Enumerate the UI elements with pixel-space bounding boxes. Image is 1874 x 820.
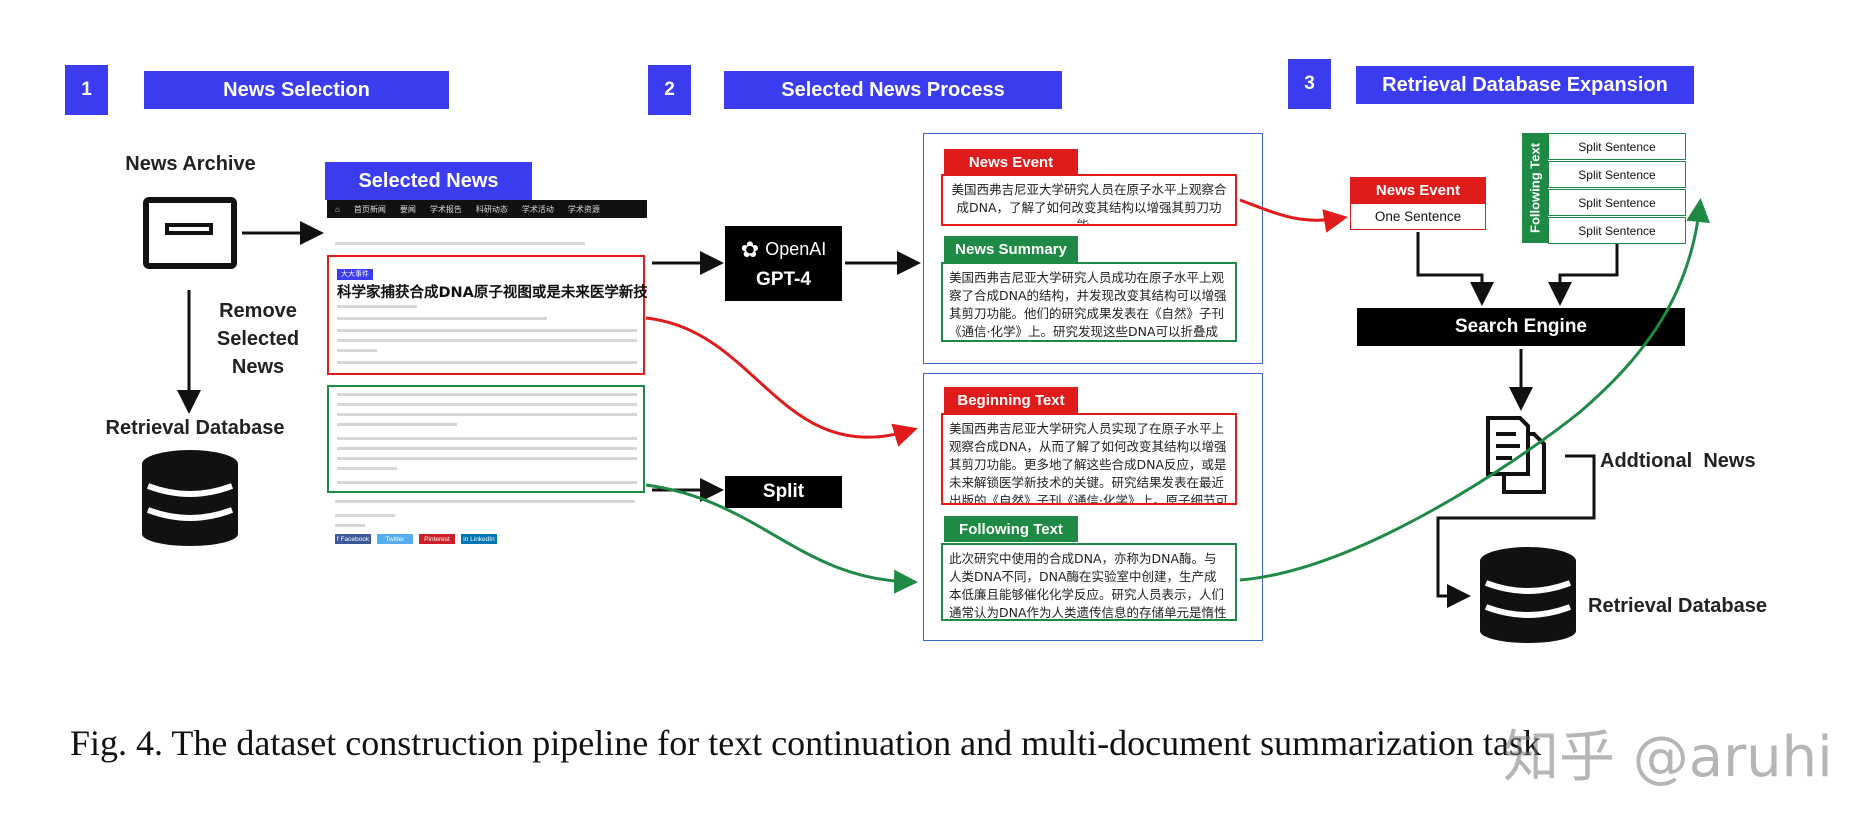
green-following-to-right-curve: [1239, 198, 1711, 582]
figure-caption: Fig. 4. The dataset construction pipelin…: [70, 723, 1542, 763]
news-nav-item: 学术报告: [429, 204, 462, 214]
twitter-share-button[interactable]: Twitter: [377, 534, 413, 544]
beginning-text-body: 美国西弗吉尼亚大学研究人员实现了在原子水平上观察合成DNA，从而了解了如何改变其…: [941, 413, 1237, 505]
search-engine-block: Search Engine: [1357, 308, 1685, 346]
green-news-to-following-curve: [645, 483, 918, 594]
facebook-share-button[interactable]: f Facebook: [335, 534, 371, 544]
documents-icon: [1486, 416, 1546, 494]
archive-icon: [143, 197, 237, 269]
beginning-text-tag: Beginning Text: [944, 387, 1078, 413]
split-sentence-3: Split Sentence: [1548, 189, 1686, 216]
news-event-tag-right: News Event: [1350, 177, 1486, 203]
selected-news-banner: Selected News: [325, 162, 532, 200]
step-3-title: Retrieval Database Expansion: [1356, 66, 1694, 104]
news-headline: 科学家捕获合成DNA原子视图或是未来医学新技术的关键: [337, 285, 647, 301]
news-nav-item: 要闻: [399, 204, 416, 214]
news-nav-item: 首页新闻: [353, 204, 386, 214]
news-nav-item: 科研动态: [475, 204, 508, 214]
openai-brand: OpenAI: [765, 239, 827, 259]
retrieval-database-label-left: Retrieval Database: [105, 417, 285, 439]
split-block: Split: [725, 476, 842, 508]
step-3-number: 3: [1288, 59, 1331, 109]
linkedin-share-button[interactable]: in LinkedIn: [461, 534, 497, 544]
split-sentence-1: Split Sentence: [1548, 133, 1686, 160]
news-following-region: [327, 385, 645, 493]
step-2-title: Selected News Process: [724, 71, 1062, 109]
split-sentence-4: Split Sentence: [1548, 217, 1686, 244]
retrieval-database-label-right: Retrieval Database: [1588, 595, 1767, 617]
following-text-tag: Following Text: [944, 516, 1078, 542]
openai-logo-icon: ✿: [740, 236, 760, 262]
split-sentences-to-search-arrow: [1548, 244, 1619, 306]
step-1-title: News Selection: [144, 71, 449, 109]
remove-selected-news-label: Remove Selected News: [216, 300, 300, 378]
news-badge: 大大事件: [337, 269, 373, 280]
news-page-thumbnail: ⌂ 首页新闻 要闻 学术报告 科研动态 学术活动 学术资源 大大事件 科学家捕获…: [327, 200, 647, 570]
watermark: 知乎 @aruhi: [1503, 725, 1833, 790]
pinterest-share-button[interactable]: Pinterest: [419, 534, 455, 544]
news-nav-bar: ⌂ 首页新闻 要闻 学术报告 科研动态 学术活动 学术资源: [327, 200, 647, 218]
database-icon-left: [142, 450, 238, 546]
openai-gpt4-block: ✿ OpenAI GPT-4: [725, 226, 842, 301]
news-archive-label: News Archive: [125, 153, 256, 175]
split-panel: [923, 373, 1263, 641]
news-nav-item: 学术资源: [567, 204, 600, 214]
news-nav-item: 学术活动: [521, 204, 554, 214]
step-2-number: 2: [648, 65, 691, 115]
additional-news-label: Addtional News: [1600, 450, 1756, 472]
red-news-to-event-curve: [645, 316, 918, 447]
split-sentence-2: Split Sentence: [1548, 161, 1686, 188]
database-icon-right: [1480, 547, 1576, 643]
news-event-tag: News Event: [944, 149, 1078, 175]
gpt4-label: GPT-4: [756, 268, 811, 290]
one-sentence-box: One Sentence: [1350, 203, 1486, 230]
home-icon: ⌂: [335, 204, 340, 214]
news-beginning-region: 大大事件 科学家捕获合成DNA原子视图或是未来医学新技术的关键: [327, 255, 647, 375]
one-sentence-to-search-arrow: [1416, 232, 1494, 306]
step-1-number: 1: [65, 65, 108, 115]
news-summary-text: 美国西弗吉尼亚大学研究人员成功在原子水平上观察了合成DNA的结构，并发现改变其结…: [941, 262, 1237, 342]
news-event-text: 美国西弗吉尼亚大学研究人员在原子水平上观察合成DNA，了解了如何改变其结构以增强…: [941, 174, 1237, 226]
following-text-body: 此次研究中使用的合成DNA，亦称为DNA酶。与人类DNA不同，DNA酶在实验室中…: [941, 543, 1237, 621]
docs-to-db-arrow: [1436, 454, 1596, 608]
red-event-to-right-curve: [1239, 198, 1348, 233]
news-summary-tag: News Summary: [944, 236, 1078, 262]
